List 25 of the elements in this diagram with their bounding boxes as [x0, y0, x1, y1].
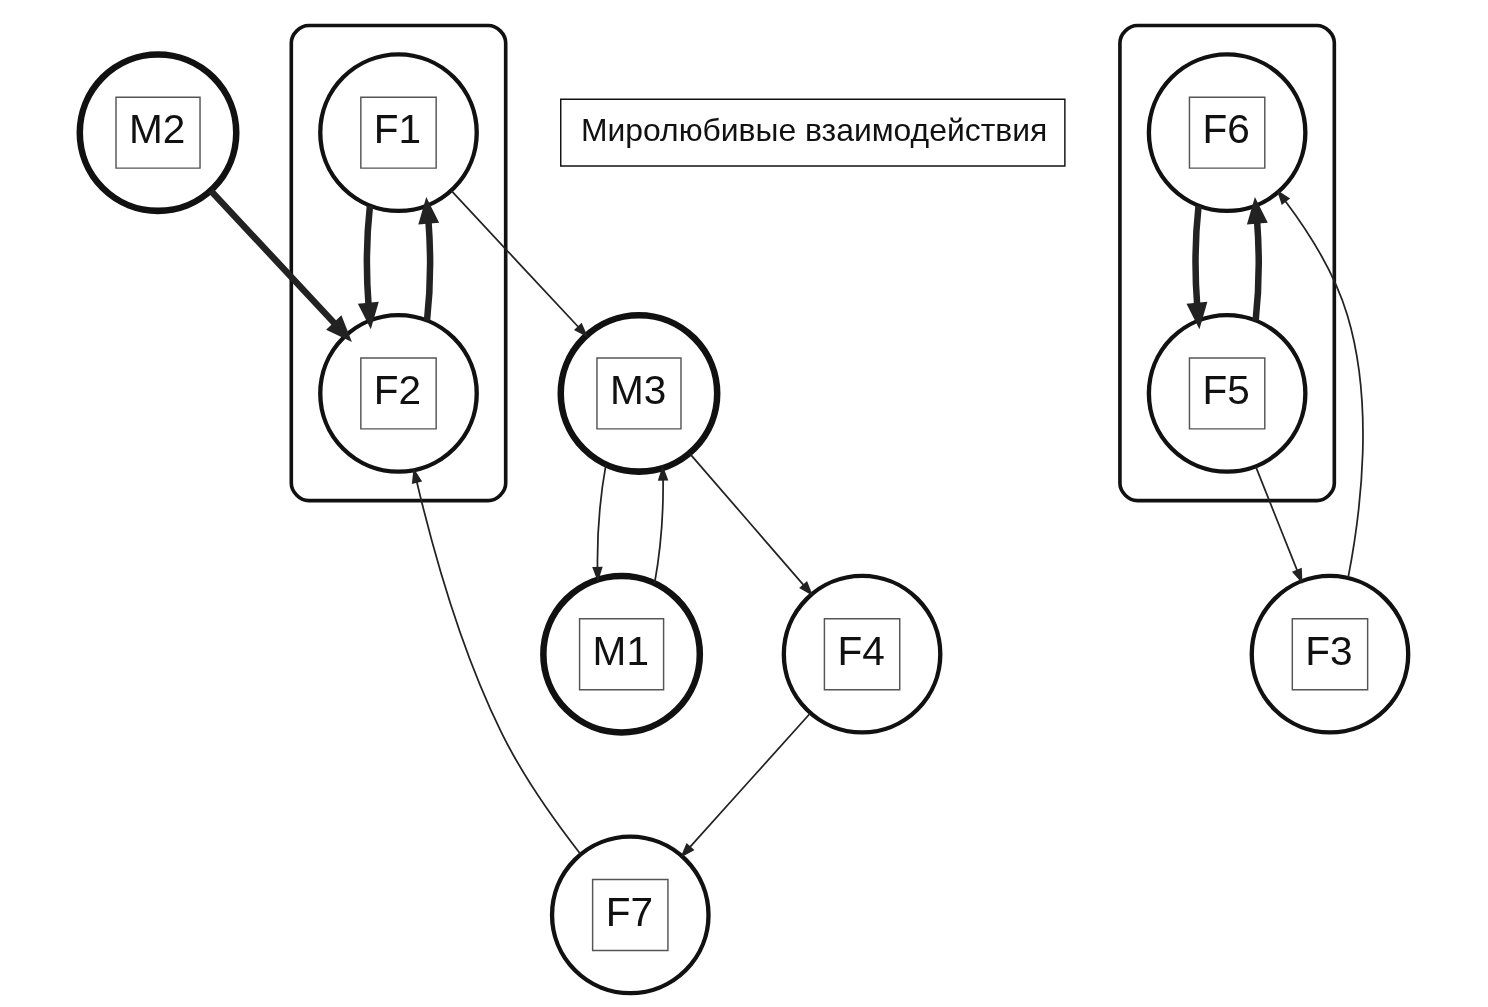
node-circle: F5	[1146, 313, 1308, 474]
node-circle: F6	[1146, 52, 1308, 214]
node-circle: F7	[549, 834, 711, 996]
arrow	[1246, 197, 1268, 321]
cluster	[289, 23, 508, 503]
arrow	[1186, 205, 1208, 330]
arrow	[450, 189, 589, 338]
arrow	[688, 452, 813, 596]
arrow	[1254, 465, 1303, 584]
node-box: Миролюбивые взаимодействия	[560, 98, 1066, 167]
cluster	[1118, 23, 1337, 503]
node-circle: M3	[557, 311, 721, 475]
node-circle: F3	[1249, 573, 1411, 735]
arrow	[208, 188, 352, 342]
arrow	[1276, 189, 1364, 579]
arrow	[357, 205, 379, 330]
arrow	[411, 467, 582, 856]
node-circle: M1	[540, 572, 704, 736]
arrow	[592, 463, 607, 582]
arrow	[653, 465, 669, 584]
arrow	[418, 197, 440, 321]
node-circle: F1	[318, 52, 479, 214]
arrow	[680, 712, 811, 858]
node-circle: F4	[781, 573, 943, 735]
node-circle: M2	[76, 51, 240, 215]
